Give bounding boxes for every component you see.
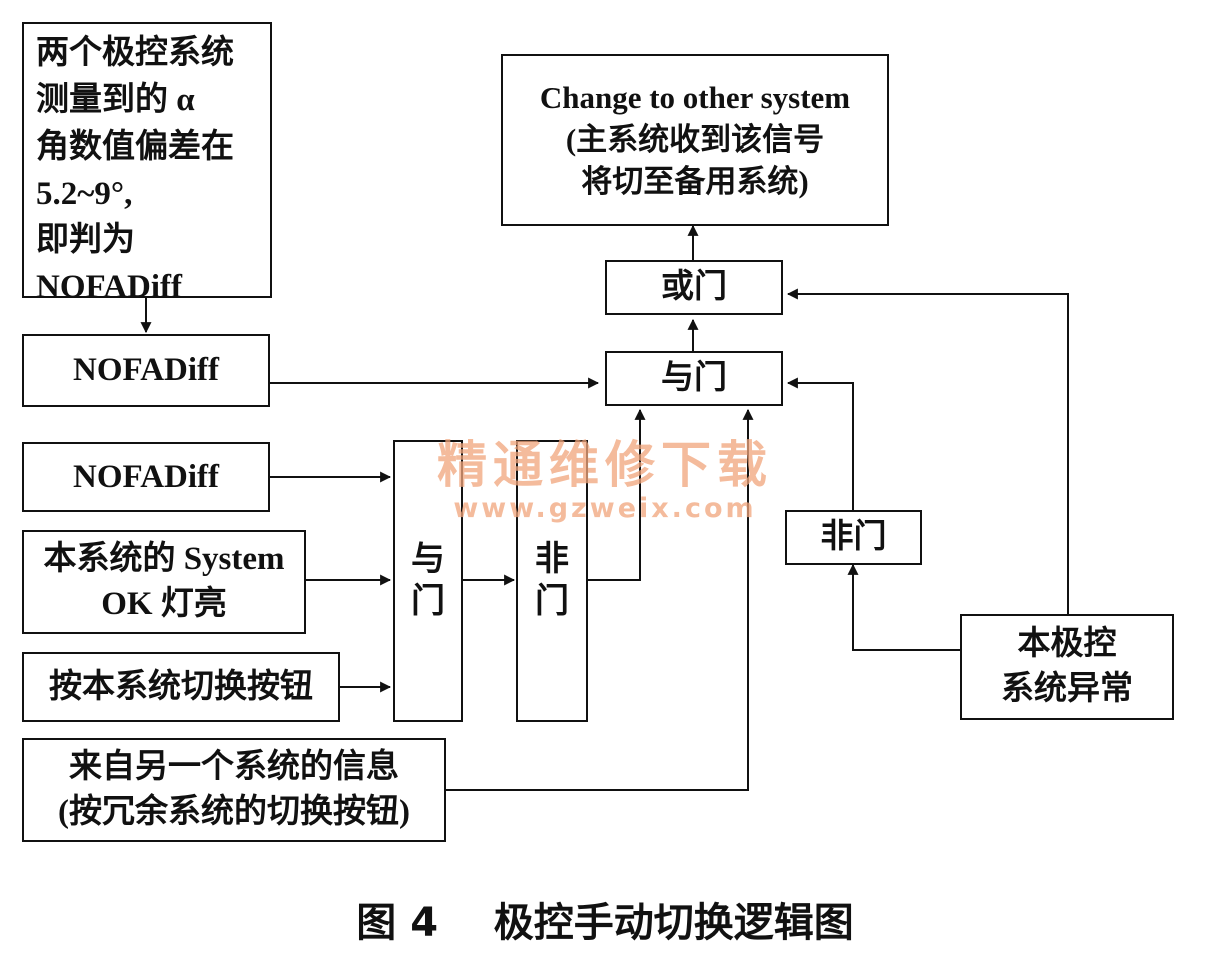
condition-line-4: 5.2~9°, bbox=[36, 175, 133, 212]
system-ok-line-1: 本系统的 System bbox=[43, 541, 285, 578]
output-line-2: (主系统收到该信号 bbox=[565, 122, 825, 158]
figure-caption: 图 4 极控手动切换逻辑图 bbox=[356, 900, 854, 946]
nofadiff-label-top: NOFADiff bbox=[72, 352, 220, 389]
condition-line-1: 两个极控系统 bbox=[36, 35, 234, 71]
and-gate-main-label: 与门 bbox=[661, 360, 727, 397]
not-gate-right: 非门 bbox=[785, 510, 922, 565]
nofadiff-label-middle: NOFADiff bbox=[72, 458, 220, 495]
and-gate-left: 与 门 bbox=[393, 440, 463, 722]
abnormal-line-2: 系统异常 bbox=[1001, 671, 1133, 707]
switch-button-label: 按本系统切换按钮 bbox=[49, 668, 313, 705]
nofadiff-box-top: NOFADiff bbox=[22, 334, 270, 407]
condition-line-6: NOFADiff bbox=[36, 269, 183, 306]
condition-line-5: 即判为 bbox=[36, 222, 135, 259]
other-system-line-1: 来自另一个系统的信息 bbox=[69, 749, 399, 786]
or-gate: 或门 bbox=[605, 260, 783, 315]
switch-button-box: 按本系统切换按钮 bbox=[22, 652, 340, 722]
not-gate-left-char-1: 非 bbox=[535, 540, 569, 578]
not-gate-left: 非 门 bbox=[516, 440, 588, 722]
output-line-1: Change to other system bbox=[539, 80, 851, 116]
wire-not-right-to-and-main bbox=[786, 377, 854, 510]
abnormal-box: 本极控 系统异常 bbox=[960, 614, 1174, 720]
condition-line-3: 角数值偏差在 bbox=[36, 128, 234, 165]
and-gate-left-char-1: 与 bbox=[411, 540, 445, 578]
and-gate-left-char-2: 门 bbox=[411, 583, 445, 620]
output-box: Change to other system (主系统收到该信号 将切至备用系统… bbox=[501, 54, 889, 226]
nofadiff-box-middle: NOFADiff bbox=[22, 442, 270, 512]
wire-not-left-to-and-main bbox=[588, 408, 646, 581]
condition-description-box: 两个极控系统 测量到的 α 角数值偏差在 5.2~9°, 即判为 NOFADif… bbox=[22, 22, 272, 305]
wire-abnormal-to-or-gate bbox=[786, 288, 1069, 614]
other-system-line-2: (按冗余系统的切换按钮) bbox=[58, 794, 410, 830]
not-gate-right-label: 非门 bbox=[820, 519, 887, 556]
condition-line-2: 测量到的 α bbox=[36, 81, 195, 118]
wire-abnormal-to-not-right bbox=[847, 563, 960, 651]
and-gate-main: 与门 bbox=[605, 351, 783, 406]
abnormal-line-1: 本极控 bbox=[1017, 626, 1117, 663]
not-gate-left-char-2: 门 bbox=[535, 583, 569, 620]
system-ok-box: 本系统的 System OK 灯亮 bbox=[22, 530, 306, 634]
output-line-3: 将切至备用系统) bbox=[581, 163, 809, 199]
or-gate-label: 或门 bbox=[661, 269, 727, 306]
system-ok-line-2: OK 灯亮 bbox=[101, 586, 227, 622]
other-system-box: 来自另一个系统的信息 (按冗余系统的切换按钮) bbox=[22, 738, 446, 842]
wire-other-system-to-and-main bbox=[446, 408, 754, 791]
